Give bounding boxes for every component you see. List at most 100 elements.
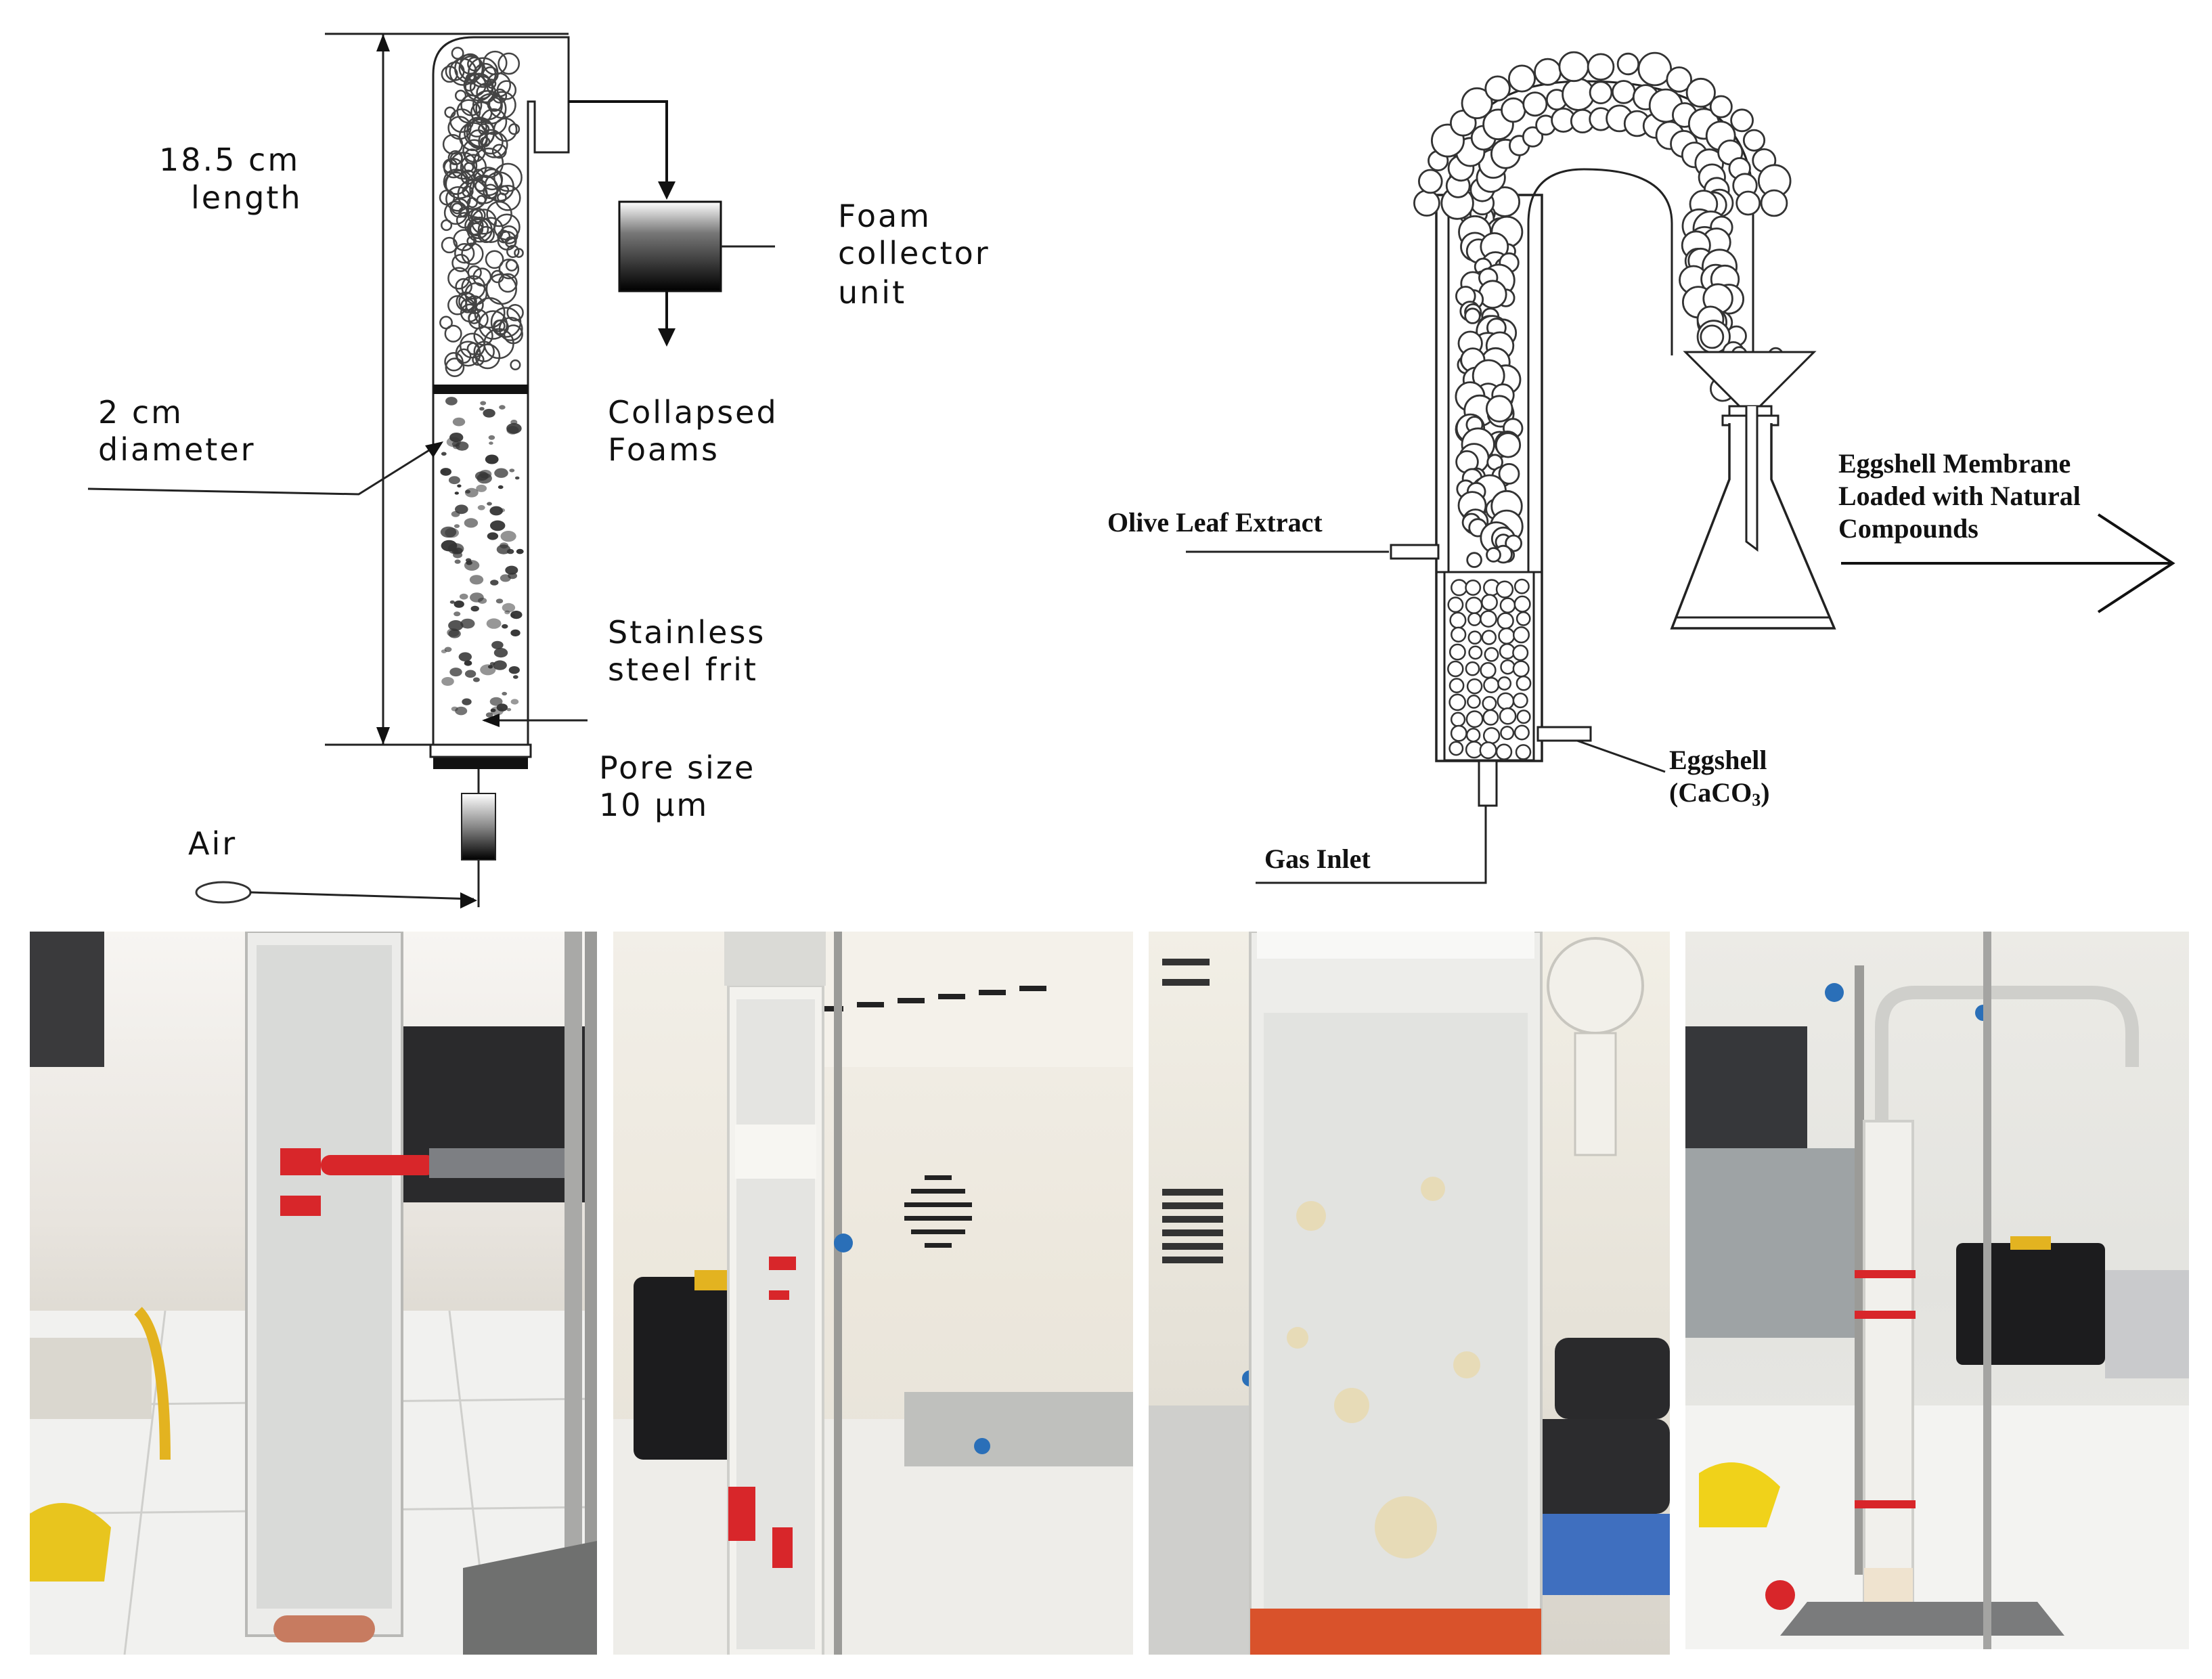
label-length-1: 18.5 cm xyxy=(159,141,300,178)
foam-bubble xyxy=(445,357,465,377)
foam-bubble xyxy=(445,186,471,212)
right-foam-fractionation-diagram: Olive Leaf Extract Eggshell Membrane Loa… xyxy=(1107,51,2175,884)
gas-inlet-tube xyxy=(1478,760,1498,807)
liquid-bubble-dots xyxy=(440,397,524,718)
label-membrane-2: Loaded with Natural xyxy=(1838,481,2081,511)
length-arrow-bottom xyxy=(376,727,390,745)
liquid-dot xyxy=(493,648,508,658)
bed-bubble xyxy=(1466,678,1483,695)
foam-bubble xyxy=(441,219,453,232)
liquid-dot xyxy=(489,697,503,706)
bed-bubble xyxy=(1483,676,1500,693)
foam-bubble xyxy=(1478,280,1507,309)
foam-bubble xyxy=(499,225,518,244)
bed-bubble xyxy=(1512,645,1529,661)
bed-bubble xyxy=(1448,678,1465,693)
liquid-dot xyxy=(491,640,504,649)
liquid-dot xyxy=(486,618,502,629)
bed-bubble xyxy=(1447,660,1464,678)
foam-bubble xyxy=(472,89,503,121)
bed-bubble xyxy=(1513,724,1530,741)
foam-bubble xyxy=(449,152,463,165)
foam-bubble xyxy=(485,273,517,305)
bed-bubble xyxy=(1448,643,1466,661)
foam-bubble xyxy=(483,183,498,200)
liquid-dot xyxy=(495,598,504,604)
foam-bubble xyxy=(1685,77,1716,108)
foam-bubble xyxy=(444,352,464,372)
foam-bubble xyxy=(472,169,485,181)
bed-bubble xyxy=(1495,580,1514,598)
foam-bubble xyxy=(1498,463,1520,485)
bed-bubble xyxy=(1448,693,1467,712)
foam-bubble xyxy=(1709,95,1733,118)
liquid-dot xyxy=(455,706,468,716)
length-arrow-top xyxy=(376,34,390,51)
air-tube xyxy=(250,891,474,900)
left-foam-column-diagram: 18.5 cm length Foam collector unit 2 cm … xyxy=(87,32,988,909)
label-length-2: length xyxy=(191,179,303,216)
liquid-dot xyxy=(441,452,447,456)
foam-bubble xyxy=(478,310,508,340)
liquid-dot xyxy=(454,492,459,495)
liquid-dot xyxy=(490,708,496,712)
liquid-dot xyxy=(441,677,454,686)
bed-bubble xyxy=(1467,630,1482,645)
foam-collector-unit xyxy=(618,200,722,292)
bed-bubble xyxy=(1495,743,1513,760)
foam-outlet-pipe xyxy=(569,100,668,193)
liquid-dot xyxy=(452,417,466,427)
bed-bubble xyxy=(1450,712,1466,727)
liquid-dot xyxy=(479,407,485,411)
foam-bubble xyxy=(453,229,475,252)
bed-bubble xyxy=(1447,596,1464,613)
frit-pointer-head xyxy=(482,714,500,727)
bed-bubble xyxy=(1449,611,1467,629)
liquid-dot xyxy=(464,670,477,678)
foam-bubble xyxy=(458,122,488,152)
bed-bubble xyxy=(1482,726,1501,745)
foam-bubble xyxy=(456,348,472,364)
label-collapsed-2: Foams xyxy=(608,431,720,468)
liquid-dot xyxy=(449,600,455,604)
bed-bubble xyxy=(1500,726,1515,741)
foam-bubble xyxy=(496,80,517,100)
bed-bubble xyxy=(1497,676,1512,691)
foam-bubble xyxy=(506,244,520,259)
liquid-dot xyxy=(441,649,447,653)
liquid-dot xyxy=(449,668,462,677)
label-collapsed-1: Collapsed xyxy=(608,394,778,431)
label-air: Air xyxy=(188,825,237,862)
foam-bubble xyxy=(1486,547,1501,563)
foam-bubble xyxy=(1666,66,1693,93)
liquid-dot xyxy=(464,660,472,666)
air-bulb xyxy=(195,881,252,904)
photo-2-column-setup xyxy=(613,932,1133,1655)
foam-bubble xyxy=(1700,324,1725,349)
bed-bubble xyxy=(1512,660,1530,678)
diameter-pointer-head xyxy=(425,441,443,458)
liquid-dot xyxy=(506,422,522,434)
olive-inlet-port xyxy=(1390,544,1440,560)
foam-bubble xyxy=(481,131,508,158)
foam-liquid-interface xyxy=(433,385,528,394)
label-frit-1: Stainless xyxy=(608,614,766,651)
bed-bubble xyxy=(1481,630,1497,645)
liquid-dot xyxy=(490,520,506,531)
air-pump xyxy=(461,793,496,860)
bed-bubble xyxy=(1479,741,1497,760)
foam-bubble xyxy=(1501,97,1526,123)
funnel xyxy=(1683,351,1817,408)
foam-bubble xyxy=(1466,552,1482,568)
liquid-dot xyxy=(506,707,512,712)
foam-bubble xyxy=(1484,75,1511,102)
foam-bubble xyxy=(462,139,486,163)
foam-bubble xyxy=(1413,190,1440,217)
foam-bubble xyxy=(476,194,487,205)
liquid-dot xyxy=(510,699,519,705)
u-tube-foam-bubbles xyxy=(1413,51,1792,568)
eggshell-outlet-port xyxy=(1536,726,1592,742)
eggshell-pointer xyxy=(1576,739,1666,773)
bed-bubble xyxy=(1467,695,1481,709)
bed-bubble xyxy=(1468,645,1483,660)
